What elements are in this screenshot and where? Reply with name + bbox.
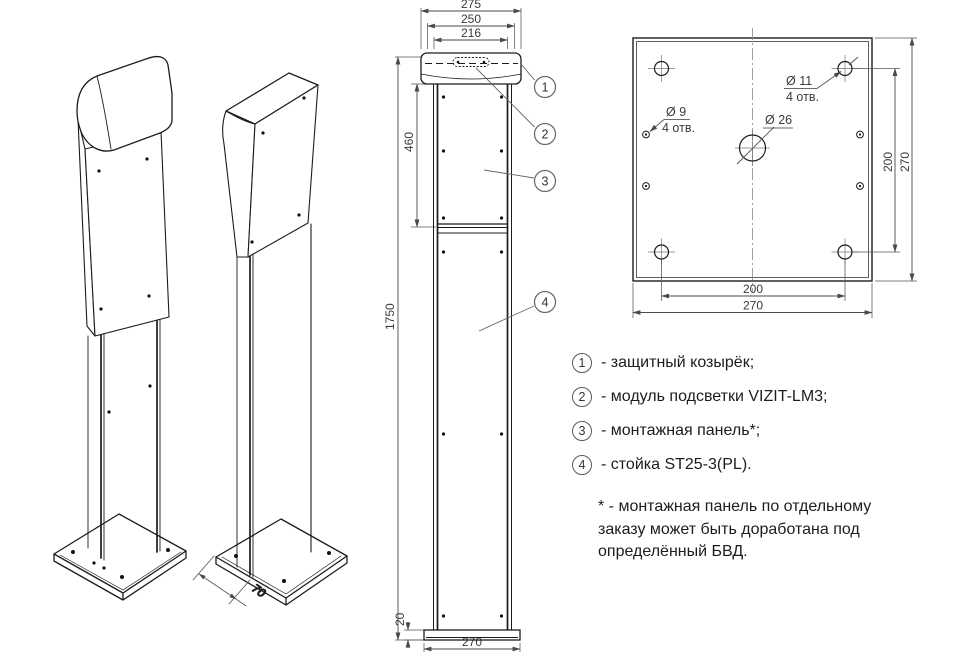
- footnote-line-3: определённый БВД.: [598, 543, 748, 560]
- iso-a-base-plate: [53, 513, 187, 601]
- iso-b-column: [236, 223, 312, 578]
- legend-num-1: 1: [572, 353, 592, 373]
- anchor-hole-label: Ø 9: [666, 105, 686, 119]
- legend-num-4: 4: [572, 455, 592, 475]
- plan-hole-labels: Ø 26 Ø 9 4 отв. Ø 11 4 отв.: [649, 56, 859, 135]
- footnote-line-2: заказу может быть доработана под: [598, 520, 860, 538]
- dim-base-thickness: 20: [393, 612, 407, 626]
- legend: 1 - защитный козырёк; 2 - модуль подсвет…: [572, 353, 828, 489]
- plan-center-hole: [735, 126, 775, 166]
- iso-b-screws: [234, 96, 331, 583]
- bolt-hole-qty: 4 отв.: [786, 90, 819, 104]
- dim-canopy-width: 275: [461, 0, 481, 11]
- dim-plate-size-h: 270: [743, 299, 763, 313]
- iso-a-screws: [71, 157, 170, 579]
- legend-item-1: 1 - защитный козырёк;: [572, 353, 828, 373]
- iso-view-front-left: [53, 55, 187, 601]
- legend-text-1: - защитный козырёк;: [601, 354, 755, 371]
- callout-circle-3: [533, 169, 557, 193]
- dim-plate-size-v: 270: [898, 152, 912, 172]
- callout-circle-1: [533, 75, 557, 99]
- front-dimension-lines: [395, 8, 522, 652]
- center-hole-label: Ø 26: [765, 113, 792, 127]
- dim-panel-height: 460: [402, 132, 416, 152]
- footnote-line-1: * - монтажная панель по отдельному: [598, 498, 872, 515]
- legend-num-3: 3: [572, 421, 592, 441]
- front-base: [423, 629, 521, 641]
- dim-total-height: 1750: [383, 303, 397, 330]
- legend-text-2: - модуль подсветки VIZIT-LM3;: [601, 388, 828, 405]
- front-screws: [441, 95, 504, 618]
- callout-3: 3: [542, 175, 549, 189]
- base-plate-plan-view: Ø 26 Ø 9 4 отв. Ø 11 4 отв. 200 270: [632, 28, 917, 318]
- bolt-hole-label: Ø 11: [786, 74, 812, 88]
- legend-footnote: * - монтажная панель по отдельному заказ…: [598, 496, 970, 564]
- legend-text-4: - стойка ST25-3(PL).: [601, 456, 752, 473]
- dim-hole-spacing-h: 200: [743, 282, 763, 296]
- callout-circle-2: [533, 122, 557, 146]
- dim-hole-spacing-v: 200: [881, 152, 895, 172]
- plan-dims-bottom: 200 270: [632, 260, 873, 318]
- callout-1: 1: [542, 81, 549, 95]
- legend-item-3: 3 - монтажная панель*;: [572, 421, 828, 441]
- iso-b-base-plate: [215, 518, 348, 606]
- front-extension-lines: [395, 8, 522, 652]
- iso-b-head: [222, 72, 319, 258]
- front-elevation-view: 275 250 216 1750 460 20 270: [383, 0, 557, 652]
- dim-base-width: 270: [462, 635, 482, 649]
- front-canopy: [420, 52, 522, 85]
- front-callouts: 1 2 3 4: [475, 63, 557, 332]
- dim-column-width: 216: [461, 26, 481, 40]
- legend-text-3: - монтажная панель*;: [601, 422, 761, 439]
- plan-anchor-holes: [642, 130, 864, 190]
- plan-dims-right: 200 270: [853, 37, 917, 282]
- iso-view-back-right: 70: [192, 72, 348, 607]
- iso-a-hood: [76, 55, 173, 152]
- anchor-hole-qty: 4 отв.: [662, 121, 695, 135]
- iso-b-dim-70: [192, 555, 251, 607]
- callout-4: 4: [542, 296, 549, 310]
- legend-item-2: 2 - модуль подсветки VIZIT-LM3;: [572, 387, 828, 407]
- front-light-module: [452, 57, 490, 67]
- iso-a-column: [87, 317, 161, 561]
- dim-canopy-face-width: 250: [461, 12, 481, 26]
- callout-circle-4: [533, 290, 557, 314]
- front-column: [433, 84, 512, 630]
- legend-num-2: 2: [572, 387, 592, 407]
- callout-2: 2: [542, 128, 549, 142]
- legend-item-4: 4 - стойка ST25-3(PL).: [572, 455, 828, 475]
- iso-a-head: [77, 118, 170, 337]
